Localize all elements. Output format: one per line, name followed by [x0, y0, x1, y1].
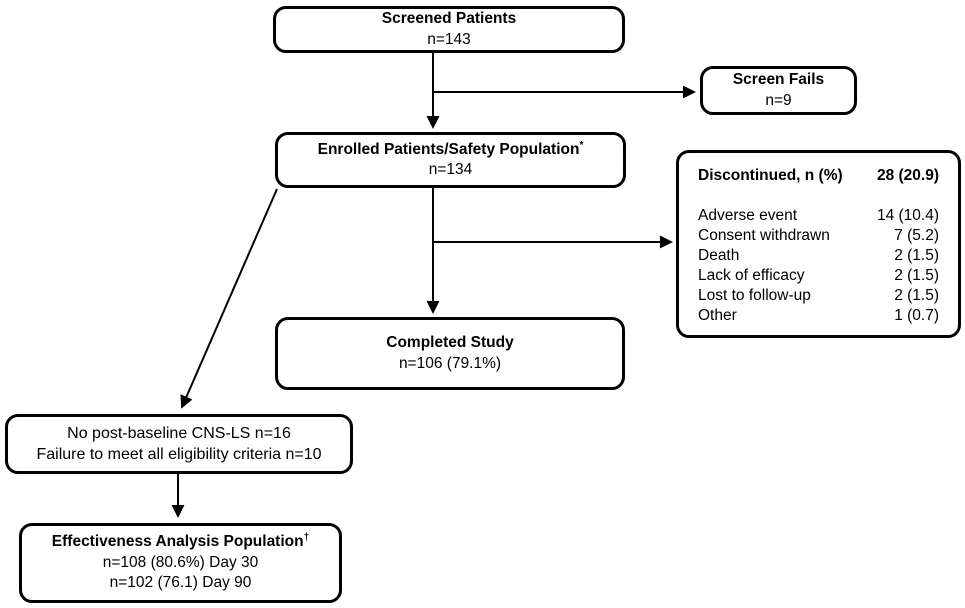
connector-enrolled-to-exclusions	[180, 188, 278, 409]
dagger-footnote-marker: †	[303, 532, 310, 544]
row-label: Adverse event	[698, 207, 798, 225]
box-exclusions: No post-baseline CNS-LS n=16 Failure to …	[5, 414, 353, 474]
row-label: Death	[698, 247, 740, 265]
row-value: 1 (0.7)	[894, 307, 939, 325]
discontinued-row-lost-to-follow-up: Lost to follow-up 2 (1.5)	[698, 286, 939, 306]
enrolled-count: n=134	[428, 161, 473, 178]
row-label: Lost to follow-up	[698, 287, 811, 305]
effectiveness-day90-count: n=102 (76.1) Day 90	[109, 574, 252, 592]
discontinued-row-adverse-event: Adverse event 14 (10.4)	[698, 206, 939, 226]
row-value: 2 (1.5)	[894, 267, 939, 285]
box-screen-fails: Screen Fails n=9	[700, 66, 857, 115]
effectiveness-title: Effectiveness Analysis Population†	[51, 532, 310, 551]
screen-fails-title: Screen Fails	[732, 71, 825, 89]
screened-title: Screened Patients	[381, 10, 517, 28]
row-label: Consent withdrawn	[698, 227, 830, 245]
row-label: Lack of efficacy	[698, 267, 805, 285]
exclusion-line-cns-ls: No post-baseline CNS-LS n=16	[67, 424, 291, 442]
exclusion-line-eligibility: Failure to meet all eligibility criteria…	[36, 446, 322, 463]
row-label: Other	[698, 307, 737, 325]
discontinued-header-label: Discontinued, n (%)	[698, 167, 843, 184]
row-value: 2 (1.5)	[894, 287, 939, 305]
completed-count: n=106 (79.1%)	[398, 354, 502, 372]
discontinued-row-death: Death 2 (1.5)	[698, 246, 939, 266]
effectiveness-day30-count: n=108 (80.6%) Day 30	[102, 553, 259, 571]
enrolled-title: Enrolled Patients/Safety Population*	[317, 139, 584, 158]
completed-title: Completed Study	[386, 334, 514, 352]
screen-fails-count: n=9	[765, 91, 792, 109]
discontinued-row-consent-withdrawn: Consent withdrawn 7 (5.2)	[698, 226, 939, 246]
box-effectiveness-population: Effectiveness Analysis Population† n=108…	[19, 523, 342, 603]
box-completed-study: Completed Study n=106 (79.1%)	[275, 317, 625, 390]
row-value: 14 (10.4)	[876, 207, 939, 225]
box-discontinued: Discontinued, n (%) 28 (20.9) Adverse ev…	[676, 150, 961, 338]
discontinued-header: Discontinued, n (%) 28 (20.9)	[698, 166, 939, 186]
row-value: 7 (5.2)	[894, 227, 939, 245]
asterisk-footnote-marker: *	[579, 139, 584, 151]
box-screened-patients: Screened Patients n=143	[273, 6, 625, 53]
row-value: 2 (1.5)	[894, 247, 939, 265]
discontinued-row-lack-of-efficacy: Lack of efficacy 2 (1.5)	[698, 266, 939, 286]
screened-count: n=143	[427, 30, 471, 48]
box-enrolled-safety-population: Enrolled Patients/Safety Population* n=1…	[275, 132, 626, 188]
discontinued-header-value: 28 (20.9)	[876, 167, 939, 184]
discontinued-row-other: Other 1 (0.7)	[698, 306, 939, 326]
